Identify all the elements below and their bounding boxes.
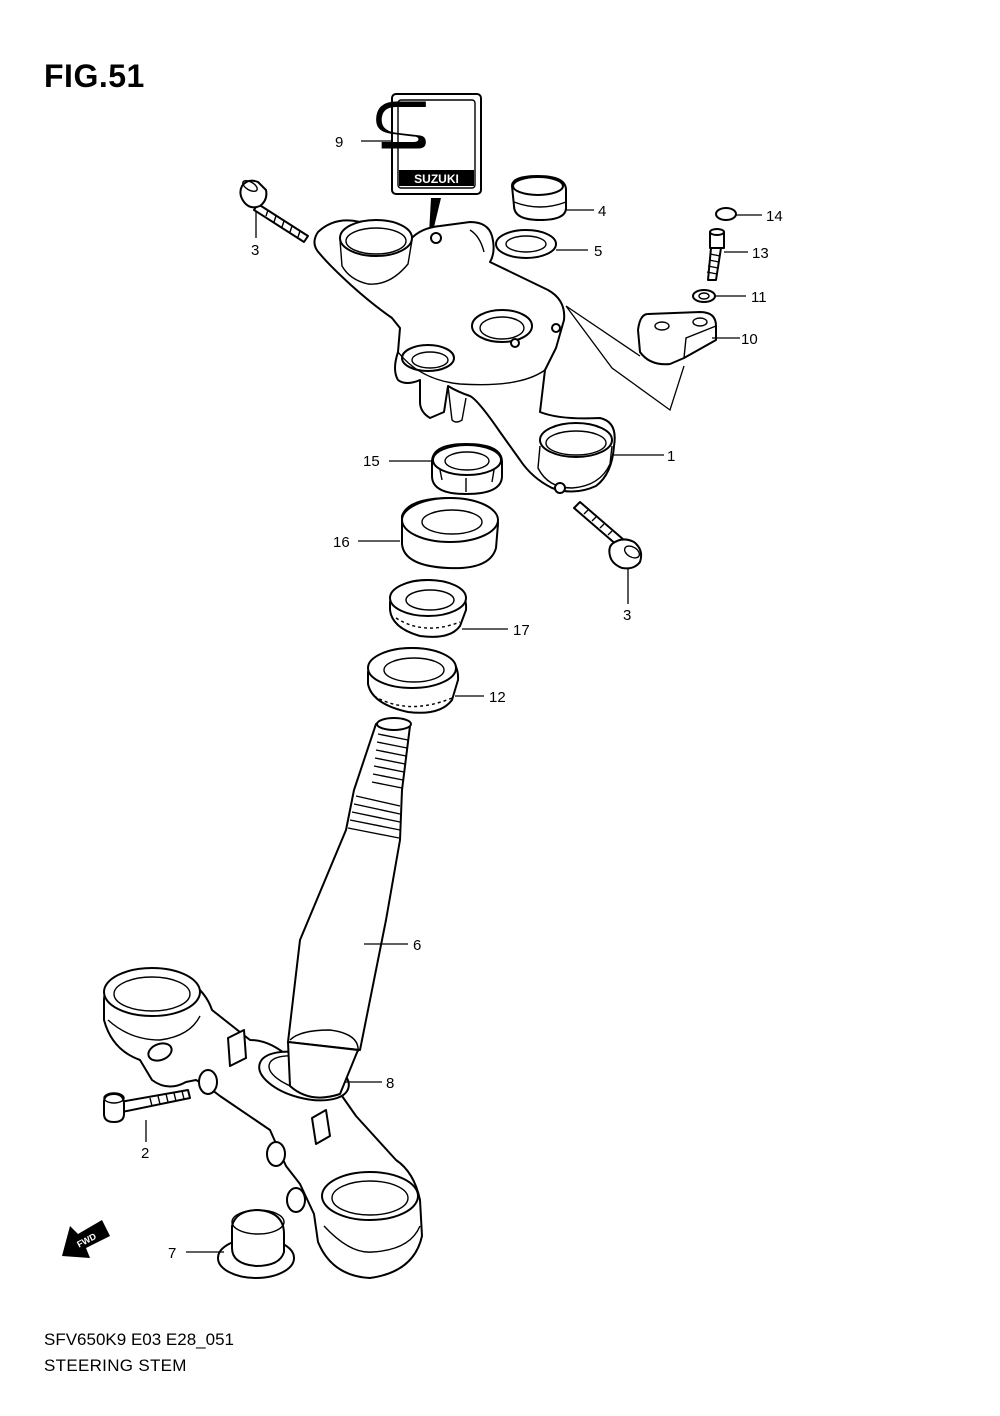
callout-17: 17 [513, 622, 530, 639]
part-1-upper-bracket [313, 219, 616, 494]
part-12-bearing [367, 647, 460, 714]
callout-13: 13 [752, 245, 769, 262]
part-8-dust-seal [258, 1041, 359, 1102]
callout-10: 9 [335, 134, 343, 151]
part-4-cap-nut [511, 175, 567, 221]
emblem-text: SUZUKI [414, 172, 459, 186]
figure-title: FIG.51 [44, 58, 145, 94]
part-5-washer [495, 229, 557, 259]
callout-4: 4 [598, 203, 606, 220]
part-10-emblem: SUZUKI [376, 93, 482, 252]
callout-3-upper: 3 [251, 242, 259, 259]
part-3-bolt-lower [573, 501, 643, 570]
model-code: SFV650K9 E03 E28_051 [44, 1330, 234, 1349]
part-13-bolt [706, 228, 725, 281]
callout-14: 14 [766, 208, 783, 225]
callout-16: 16 [333, 534, 350, 551]
part-7-cap [217, 1209, 295, 1279]
part-11-washer [692, 289, 716, 303]
callout-1: 1 [667, 448, 675, 465]
callout-9: 10 [741, 331, 758, 348]
section-name: STEERING STEM [44, 1356, 187, 1375]
callout-15: 15 [363, 453, 380, 470]
part-15-lock-nut [431, 443, 503, 495]
part-16-dust-seal [401, 497, 499, 570]
callout-labels: 9 3 4 5 14 13 11 10 1 15 16 3 17 12 6 8 … [141, 134, 783, 1262]
callout-6: 6 [413, 937, 421, 954]
callout-2: 2 [141, 1145, 149, 1162]
callout-8: 8 [386, 1075, 394, 1092]
part-17-bearing [389, 579, 468, 638]
callout-7: 7 [168, 1245, 176, 1262]
leader-lines [145, 140, 762, 1253]
callout-5: 5 [594, 243, 602, 260]
part-6-steering-stem [103, 717, 423, 1279]
part-3-bolt-upper [239, 179, 309, 243]
part-2-bolt [103, 1089, 191, 1123]
part-14-cap [715, 207, 737, 221]
callout-12: 12 [489, 689, 506, 706]
callout-11: 11 [751, 289, 767, 306]
callout-3-lower: 3 [623, 607, 631, 624]
forward-arrow-icon: FWD [62, 1220, 110, 1258]
part-9-handlebar-holder [637, 311, 717, 366]
